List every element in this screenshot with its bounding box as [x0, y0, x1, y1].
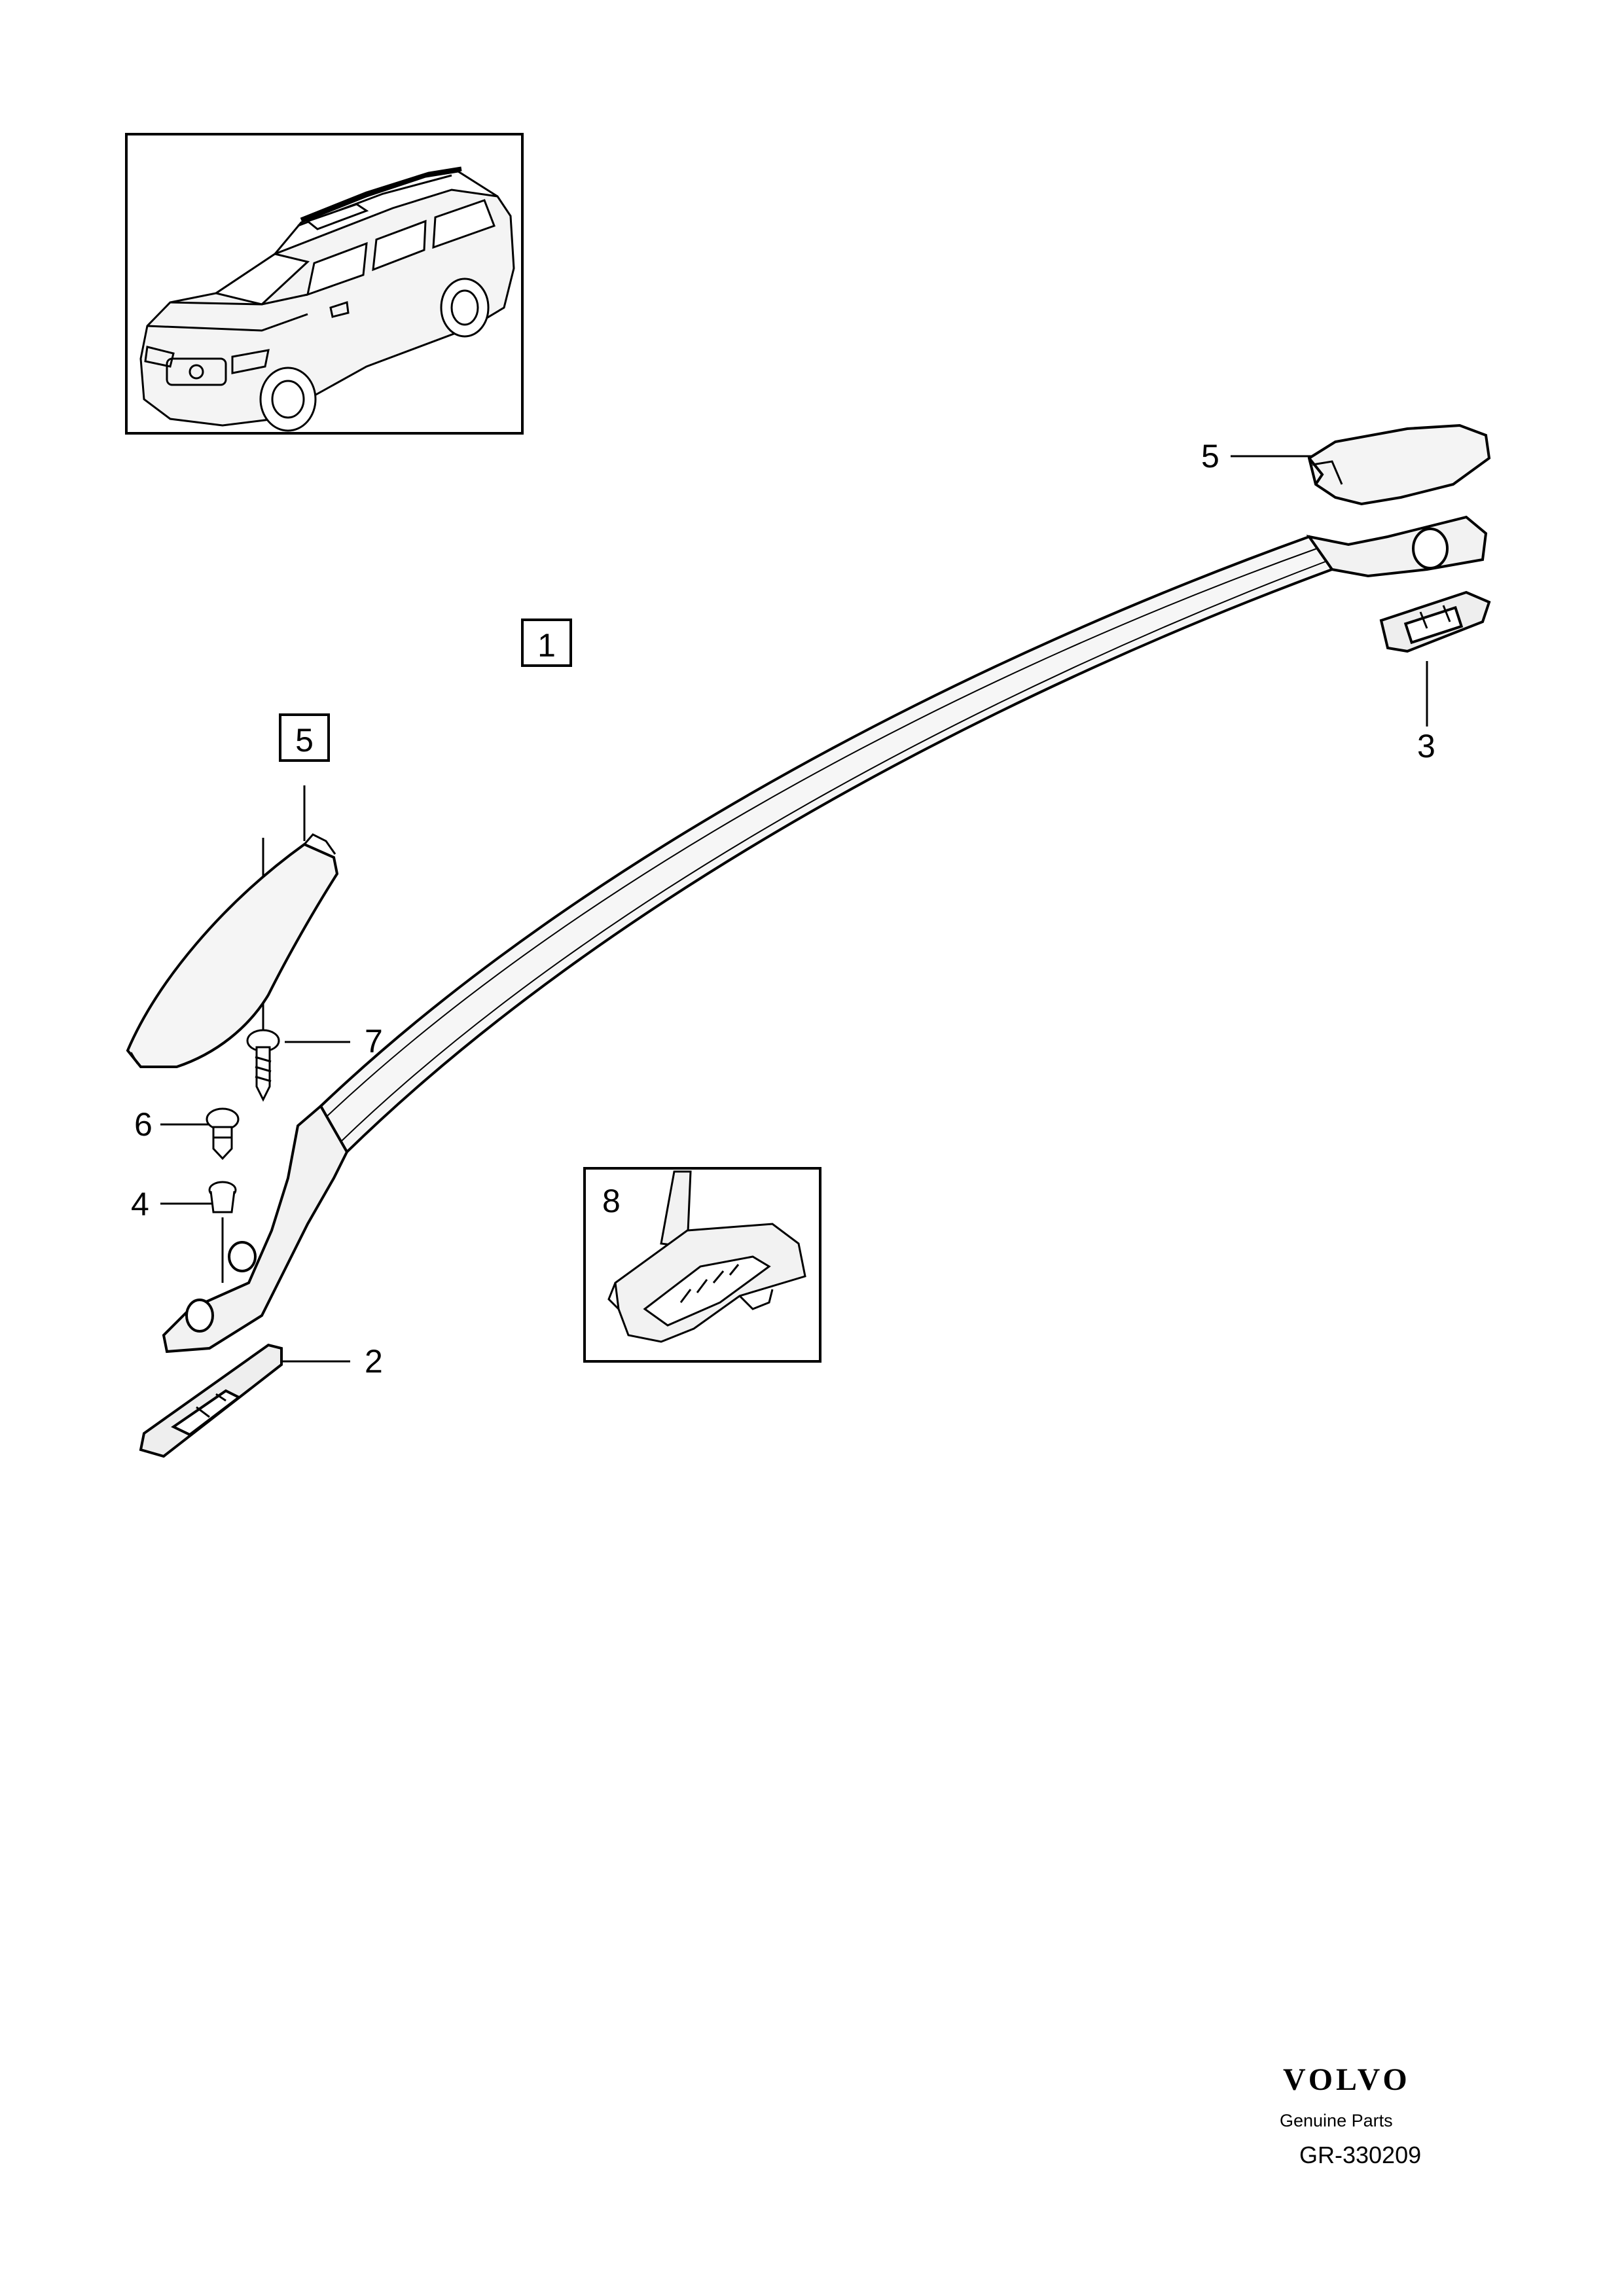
callout-6: 6 — [134, 1106, 153, 1143]
callout-8: 8 — [602, 1183, 621, 1219]
nut-icon — [208, 1181, 237, 1213]
screw-icon — [246, 1029, 280, 1102]
callout-5-box: 5 — [279, 713, 330, 762]
brand-logo: VOLVO — [1283, 2062, 1411, 2097]
callout-7: 7 — [365, 1023, 383, 1060]
roof-rail-icon — [162, 515, 1488, 1354]
foot-plate-icon-rear — [1379, 590, 1491, 653]
callout-3: 3 — [1417, 728, 1435, 764]
bracket-clip-icon — [607, 1170, 806, 1343]
foot-plate-icon-front — [139, 1343, 283, 1458]
callout-4: 4 — [131, 1186, 149, 1223]
callout-5-rear: 5 — [1201, 438, 1219, 475]
callout-2: 2 — [365, 1343, 383, 1380]
car-icon — [139, 166, 515, 432]
bracket-clip-inset — [583, 1167, 821, 1363]
clip-icon — [206, 1107, 240, 1160]
callout-1-box: 1 — [521, 619, 572, 667]
end-cap-icon — [1307, 423, 1491, 506]
car-overview-inset — [125, 133, 524, 435]
callout-5-front: 5 — [295, 722, 314, 759]
brand-subtitle: Genuine Parts — [1280, 2111, 1393, 2130]
diagram-reference: GR-330209 — [1299, 2142, 1422, 2168]
end-cap-icon-front — [126, 833, 339, 1068]
callout-1: 1 — [537, 627, 556, 664]
